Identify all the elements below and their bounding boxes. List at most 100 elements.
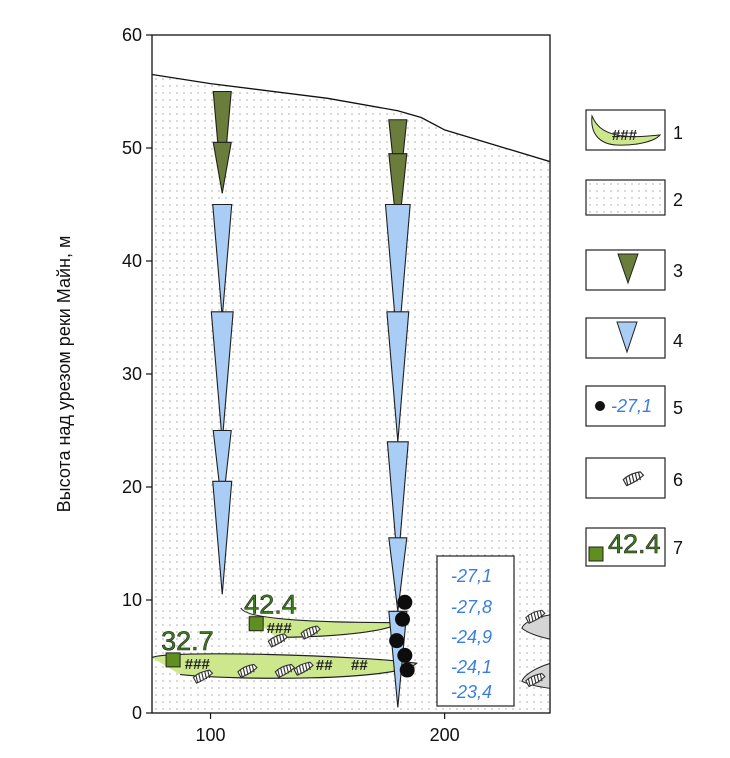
shell-rib <box>279 634 283 644</box>
shell-mark <box>525 672 546 688</box>
sample-point <box>399 662 415 678</box>
blue-wedge <box>212 203 233 318</box>
shell-rib <box>198 673 202 682</box>
shell-rib <box>530 613 534 622</box>
isotope-value: -24,9 <box>451 627 492 647</box>
hash-marks: ## <box>351 657 368 674</box>
legend-square-symbol <box>588 546 604 562</box>
shell-rib <box>539 673 543 682</box>
shell-mark <box>622 471 645 487</box>
legend-dot-text: -27,1 <box>611 396 652 416</box>
date-marker <box>165 652 181 668</box>
y-tick-label: 10 <box>122 590 142 610</box>
isotope-value-box: -27,1 -27,8 -24,9 -24,1 -23,4 <box>436 555 515 707</box>
shell-rib <box>245 666 249 675</box>
shell-rib <box>277 669 281 678</box>
shell-mark <box>300 625 321 640</box>
shell-rib <box>307 661 311 671</box>
shell-rib <box>239 669 243 678</box>
shell-rib <box>301 664 305 673</box>
isotope-value: -23,4 <box>451 682 492 702</box>
legend-hash-marks: ### <box>612 127 638 144</box>
blue-wedge <box>386 311 410 442</box>
shell-mark <box>237 663 258 679</box>
shell-mark <box>274 663 296 679</box>
shell-rib <box>536 674 540 683</box>
shell-rib <box>276 636 280 645</box>
y-tick-label: 0 <box>132 703 142 723</box>
legend-dot-symbol <box>595 401 605 411</box>
shell-rib <box>625 476 629 486</box>
shell-rib <box>628 475 632 485</box>
shell-mark <box>293 661 314 676</box>
shell-rib <box>289 664 293 673</box>
blue-wedge <box>212 429 232 510</box>
shell-rib <box>637 471 641 481</box>
blue-wedge <box>212 480 233 595</box>
shell-rib <box>207 669 211 678</box>
x-tick-label: 100 <box>196 725 226 745</box>
legend-lens-symbol <box>591 114 662 146</box>
shell-rib <box>273 637 277 646</box>
blue-wedge <box>384 203 411 352</box>
shell-rib <box>286 665 290 674</box>
legend-square-text: 42.4 <box>608 529 661 559</box>
date-marker <box>248 616 264 632</box>
shell-rib <box>298 665 302 674</box>
blue-wedge <box>388 537 408 612</box>
sample-point <box>389 633 405 649</box>
legend-number: 4 <box>673 331 683 351</box>
shell-rib <box>251 664 255 673</box>
y-tick-label: 60 <box>122 25 142 45</box>
legend-number: 2 <box>673 190 683 210</box>
shell-mark <box>525 609 546 624</box>
plot-area: ##########32.742.4 <box>152 73 550 713</box>
shell-rib <box>634 472 638 482</box>
hash-marks: ### <box>267 620 293 637</box>
y-tick-label: 30 <box>122 364 142 384</box>
legend-number: 5 <box>673 398 683 418</box>
legend-number: 6 <box>673 470 683 490</box>
shell-rib <box>314 625 318 634</box>
y-tick-label: 20 <box>122 477 142 497</box>
shell-rib <box>295 666 299 675</box>
legend-number: 1 <box>673 123 683 143</box>
shell-rib <box>527 614 531 623</box>
shell-rib <box>201 672 205 681</box>
shell-rib <box>270 638 274 647</box>
hash-marks: ## <box>316 657 333 674</box>
shell-rib <box>280 667 284 676</box>
hash-marks: ### <box>185 656 211 673</box>
shell-rib <box>282 633 285 642</box>
legend-number: 7 <box>673 538 683 558</box>
isotope-value: -24,1 <box>451 657 492 677</box>
x-tick-label: 200 <box>430 725 460 745</box>
y-axis-label: Высота над урезом реки Майн, м <box>54 236 74 513</box>
sediment-fill <box>152 74 550 713</box>
y-tick-label: 40 <box>122 251 142 271</box>
surface-line <box>152 73 550 163</box>
shell-rib <box>304 663 308 672</box>
shell-mark <box>267 633 289 648</box>
shell-rib <box>533 612 537 621</box>
sample-point <box>395 611 411 627</box>
legend-number: 3 <box>673 261 683 281</box>
blue-wedge <box>386 441 409 567</box>
shell-rib <box>308 628 312 637</box>
shell-rib <box>533 675 537 684</box>
shell-rib <box>204 671 208 680</box>
shell-rib <box>248 665 252 674</box>
shell-rib <box>283 666 287 675</box>
shell-rib <box>527 678 531 687</box>
shell-rib <box>311 626 315 636</box>
sample-point <box>397 647 413 663</box>
legend-dotted-symbol <box>585 179 666 216</box>
shell-rib <box>631 474 635 483</box>
date-label: 32.7 <box>161 626 214 656</box>
legend-blue-wedge-symbol <box>616 321 638 354</box>
legend: ### 1 2 3 4 -27,1 5 6 42.4 7 <box>585 109 683 567</box>
legend-shell-symbol <box>622 471 645 487</box>
shell-rib <box>302 630 306 639</box>
